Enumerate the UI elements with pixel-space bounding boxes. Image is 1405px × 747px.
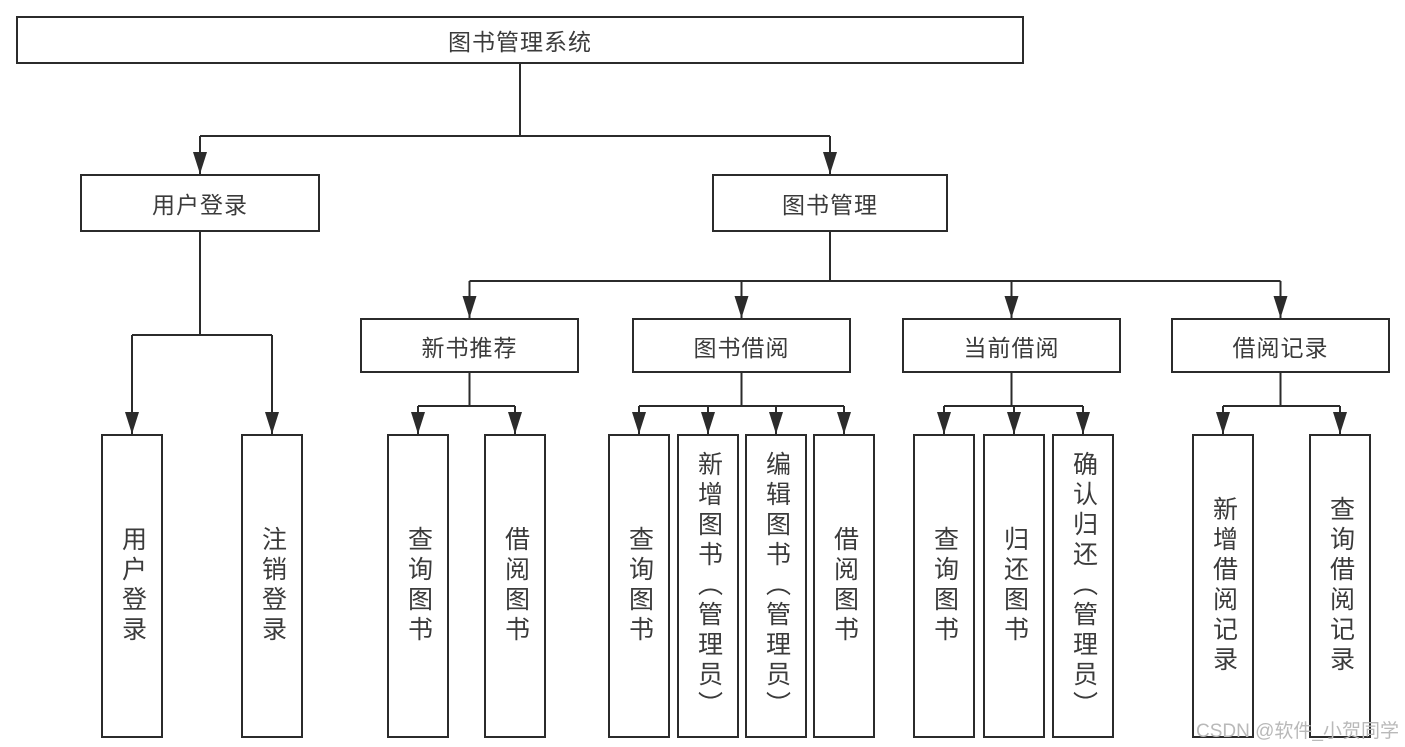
node-label: 图书管理 — [782, 192, 878, 218]
node-leaf-cu-return: 归还图书 — [983, 434, 1045, 738]
node-leaf-cu-confirm: 确认归还（管理员） — [1052, 434, 1114, 738]
node-label: 用户登录 — [118, 526, 147, 646]
node-root: 图书管理系统 — [16, 16, 1024, 64]
node-leaf-bo-borrow: 借阅图书 — [813, 434, 875, 738]
node-label: 查询图书 — [625, 526, 654, 646]
node-label: 查询借阅记录 — [1326, 496, 1355, 676]
node-label: 图书管理系统 — [448, 29, 592, 55]
node-leaf-user-logout: 注销登录 — [241, 434, 303, 738]
node-leaf-re-add: 新增借阅记录 — [1192, 434, 1254, 738]
node-leaf-nb-borrow: 借阅图书 — [484, 434, 546, 738]
node-label: 用户登录 — [152, 192, 248, 218]
node-login: 用户登录 — [80, 174, 320, 232]
node-bookmgmt: 图书管理 — [712, 174, 948, 232]
node-label: 新书推荐 — [421, 334, 518, 361]
node-label: 借阅图书 — [501, 526, 530, 646]
node-leaf-bo-query: 查询图书 — [608, 434, 670, 738]
node-leaf-user-login: 用户登录 — [101, 434, 163, 738]
node-label: 借阅记录 — [1232, 334, 1329, 361]
node-label: 确认归还（管理员） — [1069, 451, 1098, 721]
node-leaf-bo-edit: 编辑图书（管理员） — [745, 434, 807, 738]
node-label: 查询图书 — [404, 526, 433, 646]
node-label: 借阅图书 — [830, 526, 859, 646]
node-label: 归还图书 — [1000, 526, 1029, 646]
node-label: 新增图书（管理员） — [694, 451, 723, 721]
node-borrow: 图书借阅 — [632, 318, 851, 373]
node-label: 新增借阅记录 — [1209, 496, 1238, 676]
node-leaf-re-query: 查询借阅记录 — [1309, 434, 1371, 738]
watermark-text: CSDN @软件_小贺同学 — [1196, 721, 1399, 742]
node-label: 当前借阅 — [963, 334, 1060, 361]
node-leaf-nb-query: 查询图书 — [387, 434, 449, 738]
node-label: 编辑图书（管理员） — [762, 451, 791, 721]
node-label: 注销登录 — [258, 526, 287, 646]
node-label: 图书借阅 — [693, 334, 790, 361]
node-label: 查询图书 — [930, 526, 959, 646]
node-newbook: 新书推荐 — [360, 318, 579, 373]
node-leaf-bo-add: 新增图书（管理员） — [677, 434, 739, 738]
node-leaf-cu-query: 查询图书 — [913, 434, 975, 738]
node-current: 当前借阅 — [902, 318, 1121, 373]
node-records: 借阅记录 — [1171, 318, 1390, 373]
